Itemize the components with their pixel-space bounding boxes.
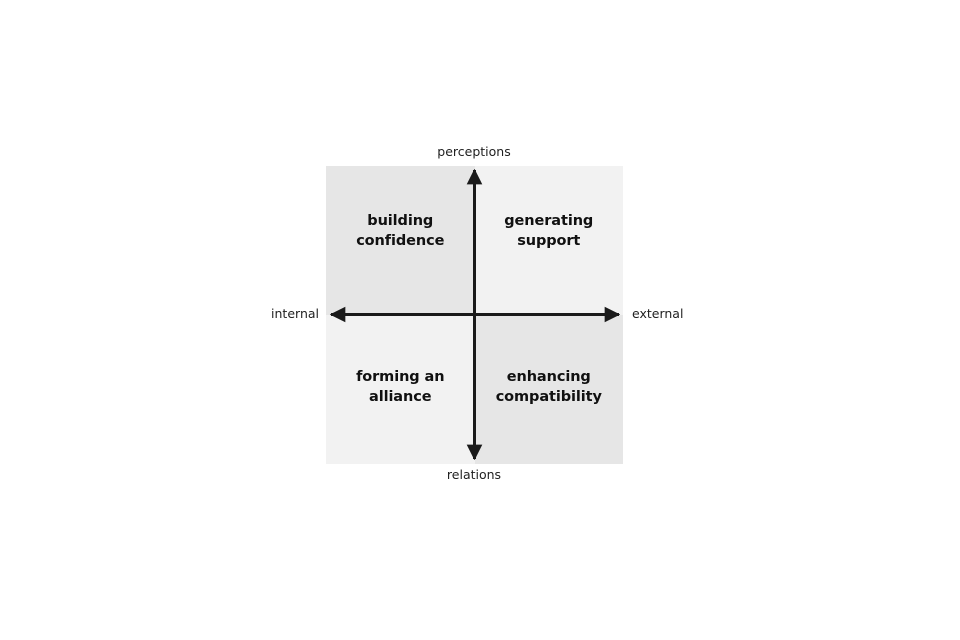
axis-label-internal: internal [271, 306, 319, 321]
quadrant-label-building-confidence: building confidence [356, 213, 445, 249]
axis-label-perceptions: perceptions [437, 144, 511, 159]
axis-label-relations: relations [446, 467, 502, 482]
quadrant-label-forming-an-alliance: forming an alliance [356, 369, 445, 405]
matrix-grid: building confidence generating support f… [326, 166, 623, 464]
quadrant-label-enhancing-compatibility: enhancing compatibility [495, 369, 602, 405]
quadrant-top-left[interactable]: building confidence [326, 166, 475, 315]
quadrant-label-generating-support: generating support [504, 213, 594, 249]
quadrant-bottom-right[interactable]: enhancing compatibility [474, 315, 623, 464]
quadrant-top-right[interactable]: generating support [474, 166, 623, 315]
axis-label-external: external [632, 306, 684, 321]
quadrant-bottom-left[interactable]: forming an alliance [326, 315, 475, 464]
